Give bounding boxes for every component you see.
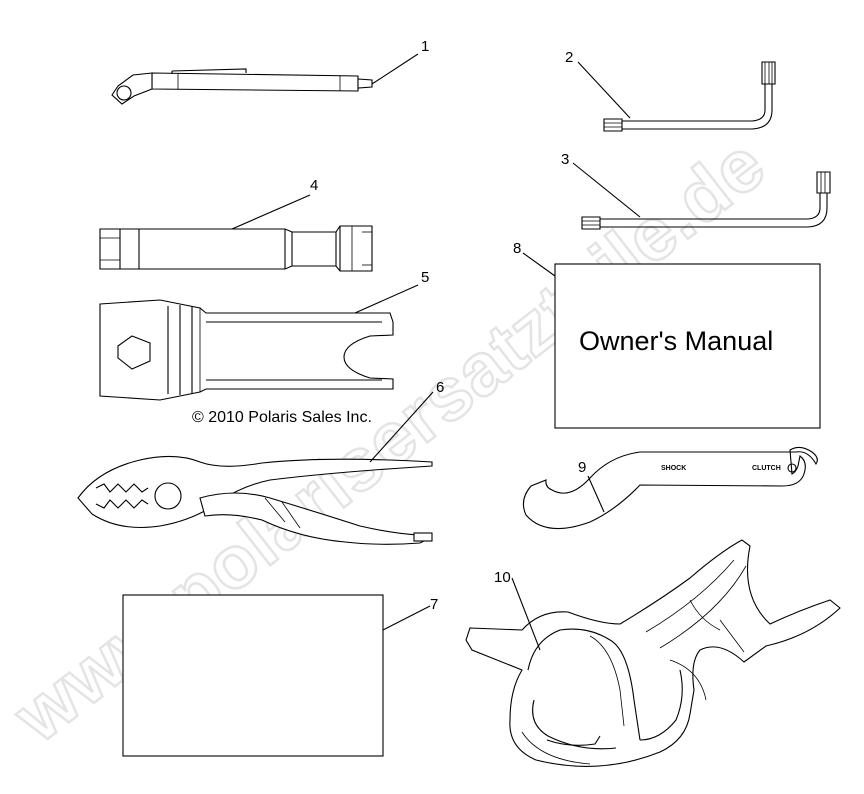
clutch-label: CLUTCH	[752, 465, 781, 472]
copyright-text: © 2010 Polaris Sales Inc.	[192, 409, 372, 426]
callout-8: 8	[513, 240, 521, 257]
callout-5: 5	[421, 269, 429, 286]
part-1-tire-gauge: 1	[111, 38, 429, 105]
owners-manual-title: Owner's Manual	[579, 326, 773, 356]
callout-2: 2	[565, 49, 573, 66]
part-9-spanner-wrench: SHOCK CLUTCH 9	[522, 446, 818, 530]
part-5-flat-wrench: 5	[99, 269, 429, 401]
callout-1: 1	[421, 38, 429, 55]
part-7-card: 7	[122, 594, 438, 757]
part-4-socket-wrench: 4	[99, 177, 373, 272]
part-8-owners-manual: Owner's Manual 8	[513, 240, 821, 429]
part-2-hex-key: 2	[565, 49, 776, 132]
callout-4: 4	[310, 177, 318, 194]
callout-7: 7	[430, 596, 438, 613]
callout-6: 6	[436, 379, 444, 396]
part-6-pliers: 6	[77, 379, 444, 545]
part-3-hex-key: 3	[561, 151, 831, 230]
part-10-tool-tray: 10	[465, 539, 841, 767]
callout-9: 9	[578, 459, 586, 476]
callout-3: 3	[561, 151, 569, 168]
shock-label: SHOCK	[661, 465, 686, 472]
callout-10: 10	[494, 569, 511, 586]
